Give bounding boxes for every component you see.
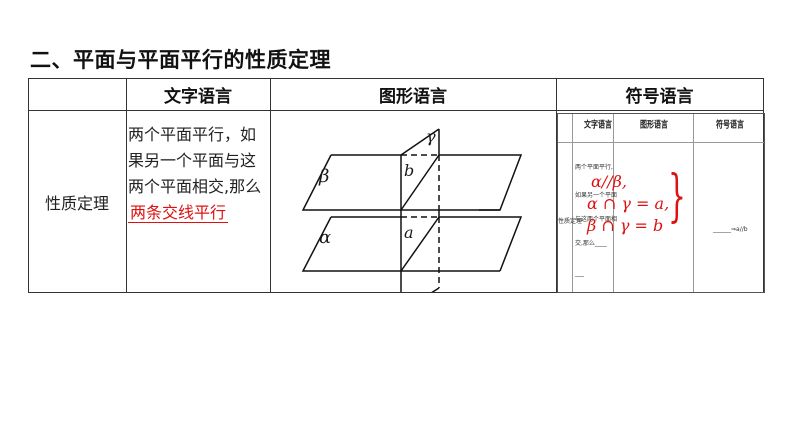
col-divider-3	[556, 78, 557, 293]
theorem-table: 文字语言 图形语言 符号语言 性质定理 两个平面平行，如果另一个平面与这两个平面…	[28, 78, 765, 313]
nested-text-line-4: 交,那么____	[575, 240, 607, 247]
section-title: 二、平面与平面平行的性质定理	[30, 48, 331, 72]
nested-divider-1	[572, 114, 573, 292]
nested-divider-3	[693, 114, 694, 292]
header-symbol-language: 符号语言	[625, 86, 694, 107]
nested-row-label: 性质定理	[558, 218, 583, 225]
planes-figure: γ β α b a	[271, 111, 556, 313]
nested-text-line-1: 两个平面平行,	[575, 164, 613, 171]
nested-symbol-tail: ______⇒a//b	[713, 226, 748, 233]
gamma-label: γ	[426, 127, 436, 146]
nested-table-image: 文字语言 图形语言 符号语言 性质定理 两个平面平行, 如果另一个平面 与这两个…	[557, 113, 765, 293]
nested-text-line-3: 与这两个平面相	[575, 216, 618, 223]
col-divider-2	[270, 78, 271, 293]
col-divider-1	[126, 78, 127, 293]
nested-divider-2	[613, 114, 614, 292]
header-text-language: 文字语言	[164, 86, 232, 107]
header-figure-language: 图形语言	[379, 86, 447, 107]
nested-header-symbol: 符号语言	[716, 119, 744, 131]
right-brace-icon: }	[668, 164, 686, 229]
symbol-language-cell: 文字语言 图形语言 符号语言 性质定理 两个平面平行, 如果另一个平面 与这两个…	[557, 111, 765, 293]
row-label: 性质定理	[44, 193, 109, 213]
formula-line-1: α//β,	[591, 172, 627, 191]
line-a-label: a	[404, 223, 414, 242]
nested-header-text: 文字语言	[584, 119, 612, 131]
table-border-right	[763, 78, 764, 293]
header-divider	[28, 110, 763, 111]
nested-text-line-5: ___	[575, 270, 584, 277]
formula-line-3: β ∩ γ = b	[587, 216, 664, 235]
nested-header-divider	[558, 142, 764, 143]
text-language-cell: 两个平面平行，如果另一个平面与这两个平面相交,那么两条交线平行	[128, 122, 268, 226]
table-border-left	[28, 78, 29, 293]
table-border-top	[28, 78, 763, 79]
symbol-formula: α//β, α ∩ γ = a, β ∩ γ = b	[587, 171, 669, 237]
nested-text-line-2: 如果另一个平面	[575, 192, 618, 199]
table-border-bottom	[28, 292, 763, 293]
beta-label: β	[319, 166, 330, 187]
line-b-label: b	[404, 161, 415, 180]
formula-line-2: α ∩ γ = a,	[587, 194, 670, 213]
parallel-planes-diagram	[301, 128, 523, 313]
answer-blank: 两条交线平行	[128, 203, 229, 223]
text-language-body: 两个平面平行，如果另一个平面与这两个平面相交,那么	[128, 125, 262, 196]
alpha-label: α	[319, 227, 332, 248]
nested-header-figure: 图形语言	[640, 119, 668, 131]
